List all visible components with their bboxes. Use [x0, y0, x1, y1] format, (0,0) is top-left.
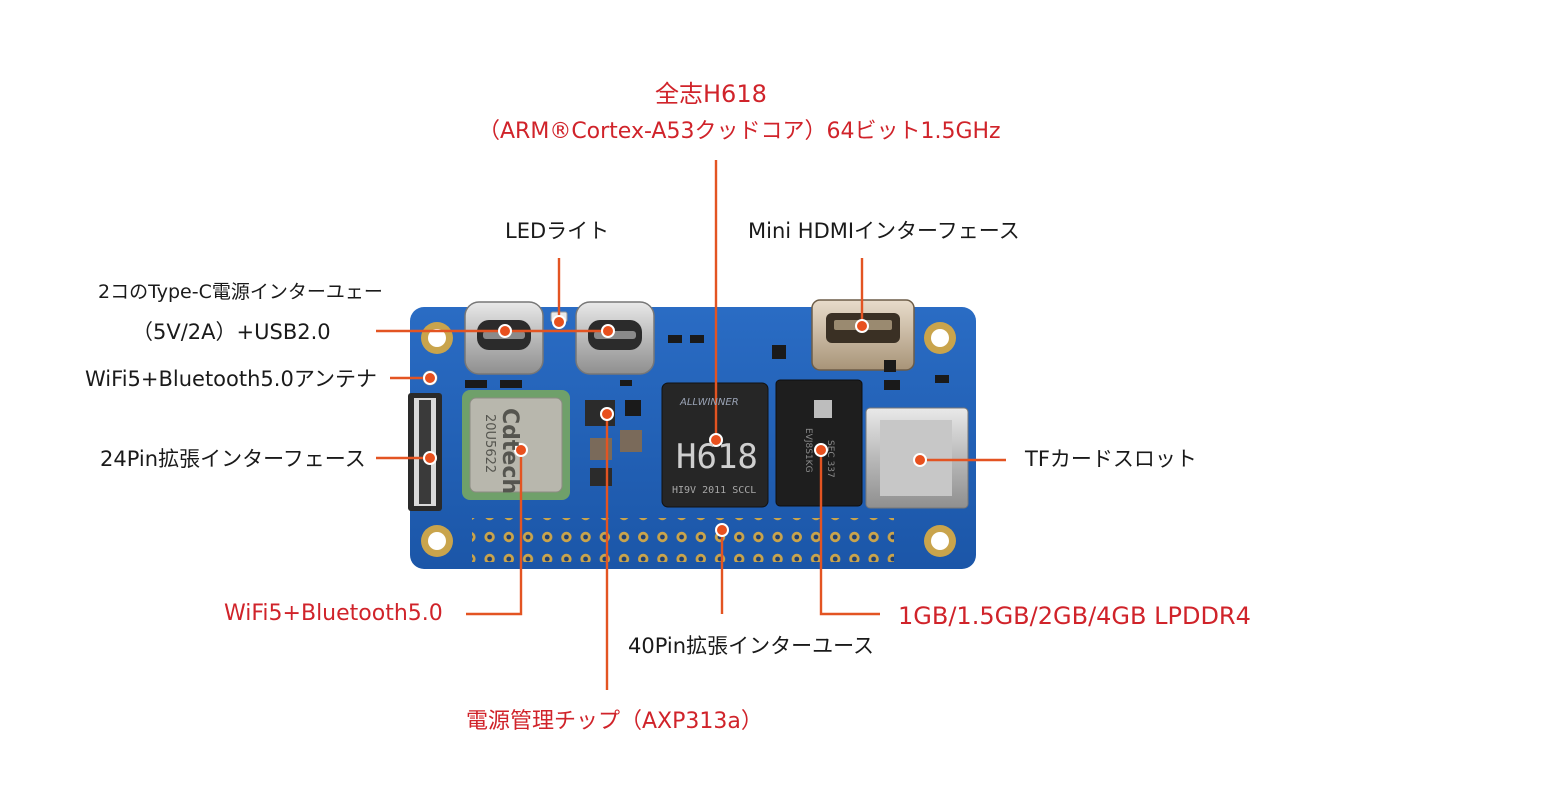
- label-tf-slot: TFカードスロット: [1025, 447, 1197, 471]
- label-wifi: WiFi5+Bluetooth5.0: [224, 601, 443, 626]
- leader-dots: [423, 315, 927, 537]
- small-components: [465, 335, 949, 416]
- label-typec-line2: （5V/2A）+USB2.0: [132, 320, 331, 344]
- fpc-connector-24pin: [408, 393, 442, 511]
- label-ram: 1GB/1.5GB/2GB/4GB LPDDR4: [898, 602, 1251, 630]
- label-pmic: 電源管理チップ（AXP313a）: [466, 709, 763, 734]
- label-led: LEDライト: [505, 219, 610, 243]
- ram-bottom-text: SEC 337: [825, 440, 835, 478]
- soc-brand-text: ALLWINNER: [680, 397, 739, 408]
- ram-code-text: EVJ8S1KG: [803, 428, 813, 473]
- ram-chip: [775, 379, 863, 507]
- label-typec-line1: 2コのType-C電源インターユェー: [98, 281, 383, 303]
- label-24pin: 24Pin拡張インターフェース: [100, 447, 366, 471]
- soc-code-text: HI9V 2011 SCCL: [672, 485, 757, 496]
- soc-subtitle: （ARM®Cortex-A53クッドコア）64ビット1.5GHz: [478, 119, 1001, 144]
- label-hdmi: Mini HDMIインターフェース: [748, 219, 1020, 243]
- mini-hdmi-port: [811, 299, 915, 371]
- soc-name-text: H618: [676, 437, 758, 477]
- wifi-model-text: 20U5622: [482, 414, 497, 474]
- leader-lines: [376, 160, 1006, 690]
- label-40pin: 40Pin拡張インターユース: [628, 634, 875, 658]
- wifi-module: [462, 390, 570, 500]
- soc-title: 全志H618: [655, 80, 767, 108]
- label-antenna: WiFi5+Bluetooth5.0アンテナ: [85, 367, 377, 391]
- pin-header-40: [472, 518, 894, 562]
- wifi-brand-text: Cdtech: [497, 408, 522, 495]
